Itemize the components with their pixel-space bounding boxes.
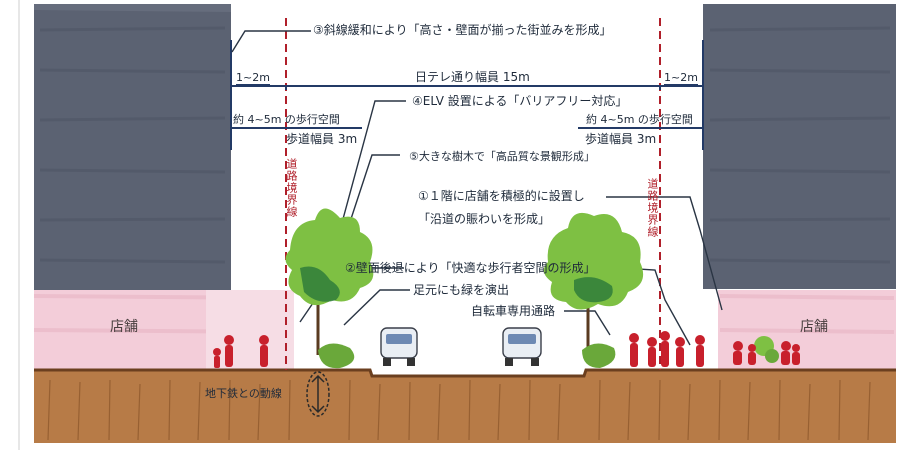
label-setback-width-right: 1~2m <box>664 71 698 86</box>
shop-floor-left <box>33 290 294 370</box>
pedestrian-figure <box>213 348 221 368</box>
label-large-trees: ⑤大きな樹木で「高品質な景観形成」 <box>409 150 595 163</box>
shop-floor-right <box>718 290 896 370</box>
label-shop-policy-line2: 「沿道の賑わいを形成」 <box>418 212 551 226</box>
building-right <box>703 4 896 289</box>
label-sidewalk-width-right: 歩道幅員 3m <box>585 132 657 146</box>
label-elv-barrier-free: ④ELV 設置による「バリアフリー対応」 <box>412 94 628 108</box>
building-left <box>34 4 231 290</box>
tree-right <box>543 212 644 368</box>
pedestrian-figure <box>224 335 234 367</box>
label-sidewalk-width-left: 歩道幅員 3m <box>286 132 358 146</box>
leader-lines <box>231 30 723 346</box>
pedestrian-figure <box>647 337 657 367</box>
tree-left <box>285 208 374 369</box>
label-shop-policy-line1: ①１階に店舗を積極的に設置し <box>418 189 585 203</box>
subway-link-marker <box>306 371 330 417</box>
car-left <box>380 327 418 366</box>
label-greenery: 足元にも緑を演出 <box>413 283 510 297</box>
pedestrian-figure <box>781 341 791 365</box>
ground-section <box>34 368 896 443</box>
pedestrian-figure <box>748 344 756 365</box>
label-wall-setback: ②壁面後退により「快適な歩行者空間の形成」 <box>345 261 596 275</box>
pedestrian-figure <box>792 344 800 365</box>
label-shop-left: 店舗 <box>110 319 138 335</box>
label-ped-space-right: 約 4~5m の歩行空間 <box>586 113 693 126</box>
label-road-boundary-right: 道路境界線 <box>646 178 659 238</box>
label-subway-connection: 地下鉄との動線 <box>205 387 282 400</box>
dimension-lines <box>230 40 704 150</box>
pedestrian-figure <box>675 337 685 367</box>
label-ped-space-left: 約 4~5m の歩行空間 <box>233 113 340 126</box>
shrub-right-shop <box>754 336 779 363</box>
label-road-width: 日テレ通り幅員 15m <box>415 70 530 84</box>
pedestrian-figure <box>259 335 269 367</box>
pedestrians <box>213 331 800 368</box>
label-shasen-kanwa: ③斜線緩和により「高さ・壁面が揃った街並みを形成」 <box>313 23 612 37</box>
pedestrian-figure <box>629 333 639 367</box>
label-road-boundary-left: 道路境界線 <box>285 158 298 218</box>
label-shop-right: 店舗 <box>800 319 828 335</box>
pedestrian-figure <box>695 335 705 367</box>
car-right <box>502 327 542 366</box>
pedestrian-figure <box>660 331 670 367</box>
label-bicycle-lane: 自転車専用通路 <box>471 304 556 318</box>
pedestrian-figure <box>733 341 743 365</box>
label-setback-width-left: 1~2m <box>236 71 270 86</box>
